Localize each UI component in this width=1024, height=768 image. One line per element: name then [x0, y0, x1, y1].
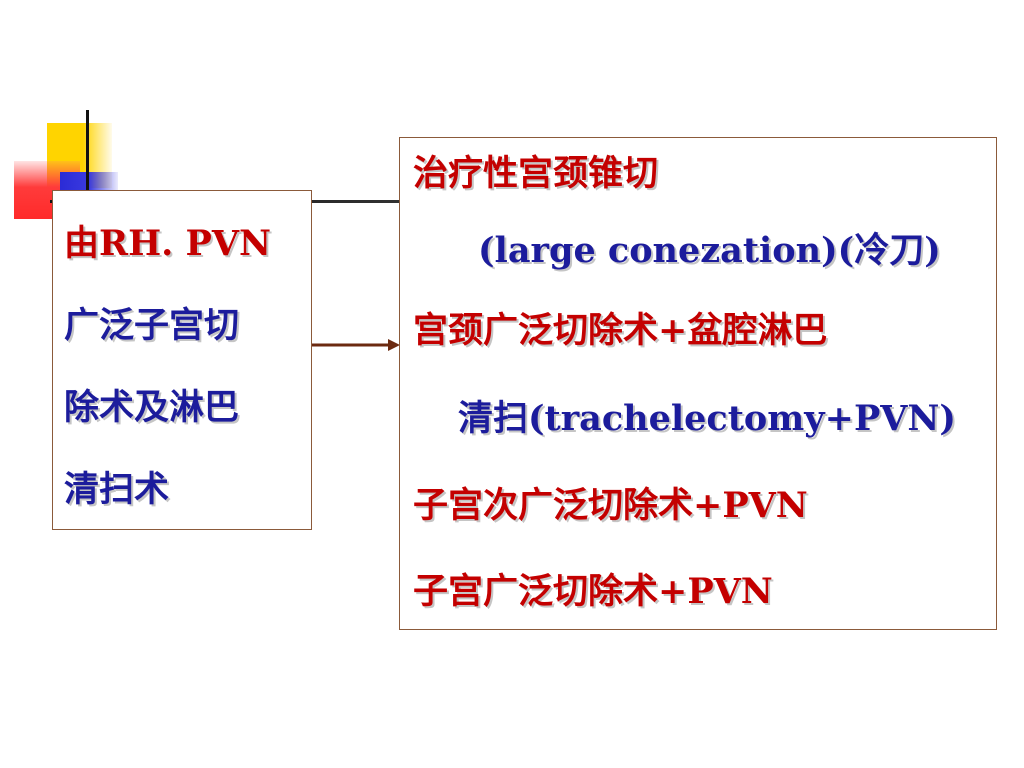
right-arrow-icon	[312, 339, 400, 351]
right-line-6: 子宫广泛切除术+PVN	[413, 571, 773, 612]
left-line-4: 清扫术	[64, 469, 170, 510]
right-line-5: 子宫次广泛切除术+PVN	[413, 485, 808, 526]
right-line-4: 清扫(trachelectomy+PVN)	[458, 398, 956, 439]
left-line-2: 广泛子宫切	[64, 305, 240, 346]
right-line-1: 治疗性宫颈锥切	[413, 153, 659, 194]
left-line-3: 除术及淋巴	[64, 387, 240, 428]
left-line-1: 由RH. PVN	[64, 223, 271, 264]
left-text-box	[52, 190, 312, 530]
vertical-rule-decoration	[86, 110, 89, 220]
right-line-3: 宫颈广泛切除术+盆腔淋巴	[413, 310, 828, 351]
right-line-2: (large conezation)(冷刀)	[478, 230, 941, 271]
right-text-box	[399, 137, 997, 630]
